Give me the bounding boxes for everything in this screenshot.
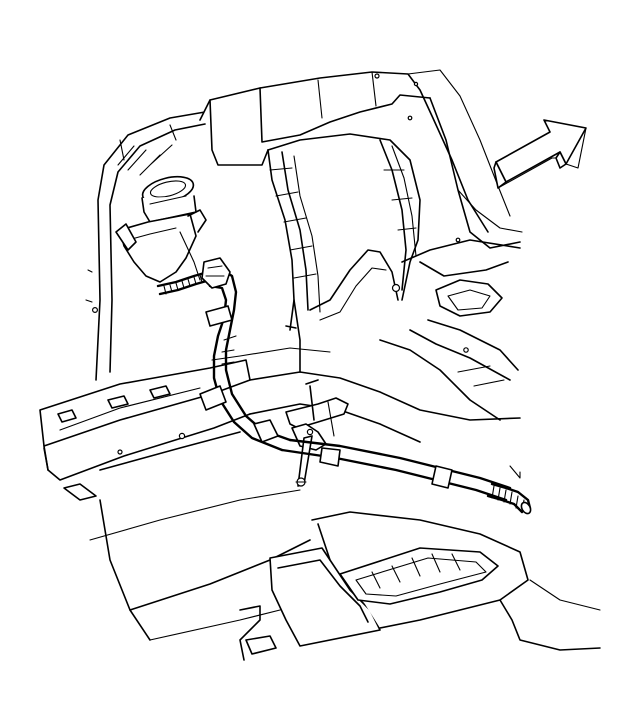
upper-body-structure [199,69,523,249]
left-frame-rail [39,359,251,501]
body-side-panel [85,111,206,381]
wiring-harness [199,257,292,452]
wheelhouse-inner-panel [267,133,421,331]
forward-direction-arrow-icon [493,119,587,189]
fuel-filler-neck [115,175,207,283]
rear-floor-pan [379,239,521,421]
harness-right-section [280,438,532,515]
lower-floor-section [99,499,601,661]
